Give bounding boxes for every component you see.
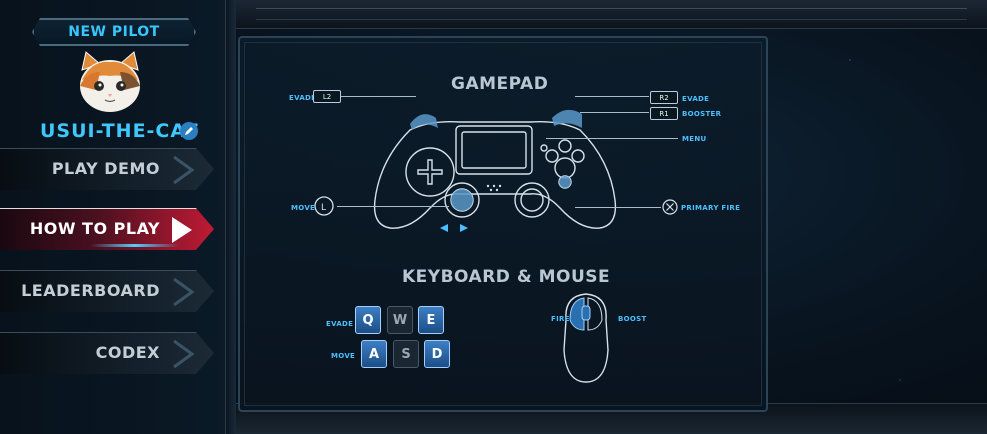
- menu-label: LEADERBOARD: [21, 281, 160, 300]
- menu-label: HOW TO PLAY: [29, 219, 160, 238]
- key-e: E: [418, 306, 444, 334]
- mouse-icon: [563, 293, 609, 383]
- cross-button-icon: [662, 199, 678, 215]
- leader-line: [575, 96, 649, 97]
- leader-line: [341, 96, 416, 97]
- keyboard-mouse-title: KEYBOARD & MOUSE: [402, 267, 611, 287]
- svg-text:L: L: [321, 203, 326, 213]
- gamepad-title: GAMEPAD: [451, 74, 549, 94]
- key-d: D: [424, 340, 450, 368]
- chevron-right-icon: [173, 339, 195, 369]
- menu-label: MENU: [682, 135, 707, 143]
- menu-leaderboard-button[interactable]: LEADERBOARD: [0, 270, 214, 312]
- key-w: W: [387, 306, 413, 334]
- top-frame: [236, 0, 987, 29]
- pilot-name: USUI-THE-CAT: [40, 120, 199, 142]
- primary-fire-label: PRIMARY FIRE: [681, 204, 741, 212]
- key-s: S: [393, 340, 419, 368]
- chevron-right-icon: [173, 155, 195, 185]
- move-label: MOVE: [291, 204, 316, 212]
- menu-label: CODEX: [95, 343, 160, 362]
- mouse-boost-label: BOOST: [618, 315, 647, 323]
- menu-codex-button[interactable]: CODEX: [0, 332, 214, 374]
- pilot-avatar[interactable]: [72, 50, 148, 114]
- r1-key: R1: [650, 107, 678, 120]
- gamepad-diagram: [373, 109, 617, 232]
- leader-line: [337, 206, 449, 207]
- pilot-status-tag: NEW PILOT: [32, 18, 196, 46]
- leader-line: [580, 112, 649, 113]
- left-stick-icon: L: [314, 196, 334, 216]
- key-q: Q: [355, 306, 381, 334]
- active-glow: [90, 244, 180, 247]
- edit-pencil-icon[interactable]: [180, 122, 198, 140]
- leader-line: [575, 207, 661, 208]
- r2-key: R2: [650, 91, 678, 104]
- mouse-fire-label: FIRE: [551, 315, 570, 323]
- evade-label-left: EVADE: [289, 94, 317, 102]
- menu-label: PLAY DEMO: [51, 159, 160, 178]
- chevron-right-icon: [173, 277, 195, 307]
- evade-label-right: EVADE: [682, 95, 710, 103]
- move-keys-label: MOVE: [331, 352, 356, 360]
- chevron-right-icon: [172, 217, 192, 243]
- menu-play-demo-button[interactable]: PLAY DEMO: [0, 148, 214, 190]
- booster-label: BOOSTER: [682, 110, 722, 118]
- menu-how-to-play-button[interactable]: HOW TO PLAY: [0, 208, 214, 250]
- key-a: A: [361, 340, 387, 368]
- evade-keys-label: EVADE: [326, 320, 354, 328]
- l2-key: L2: [313, 90, 341, 103]
- leader-line: [546, 138, 678, 139]
